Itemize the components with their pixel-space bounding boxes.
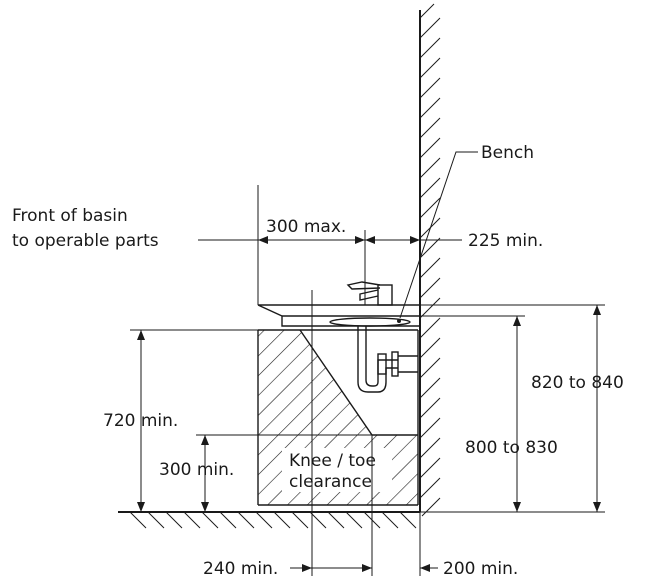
waste-trap-icon (357, 326, 418, 393)
min-240-label: 240 min. (203, 559, 278, 579)
knee-toe-label-line1: Knee / toe (289, 451, 376, 471)
dimension-820-840 (420, 304, 605, 513)
floor (118, 511, 420, 529)
dimension-720 (130, 329, 258, 512)
min-225-label: 225 min. (468, 231, 543, 251)
knee-toe-label-backdrop (282, 448, 392, 492)
bench-leader (399, 151, 478, 319)
max-300-label: 300 max. (266, 217, 346, 237)
min-300-label: 300 min. (159, 460, 234, 480)
tap-icon (346, 281, 393, 306)
dimension-300 (196, 434, 372, 512)
front-of-basin-label-line1: Front of basin (12, 206, 128, 226)
wall-hatching (419, 3, 441, 517)
front-of-basin-label-line2: to operable parts (12, 231, 159, 251)
min-200-label: 200 min. (443, 559, 518, 579)
upper-hatched-area (258, 330, 372, 435)
bench-and-basin (257, 281, 420, 327)
min-720-label: 720 min. (103, 411, 178, 431)
bottom-dimensions (290, 290, 438, 576)
bench-label: Bench (481, 143, 534, 163)
range-820-840-label: 820 to 840 (531, 373, 624, 393)
range-800-830-label: 800 to 830 (465, 438, 558, 458)
horizontal-dimension-top (198, 185, 462, 305)
wall (419, 3, 441, 517)
floor-hatching (129, 511, 417, 529)
knee-toe-label-line2: clearance (289, 472, 372, 492)
dimension-800-830 (420, 315, 525, 512)
